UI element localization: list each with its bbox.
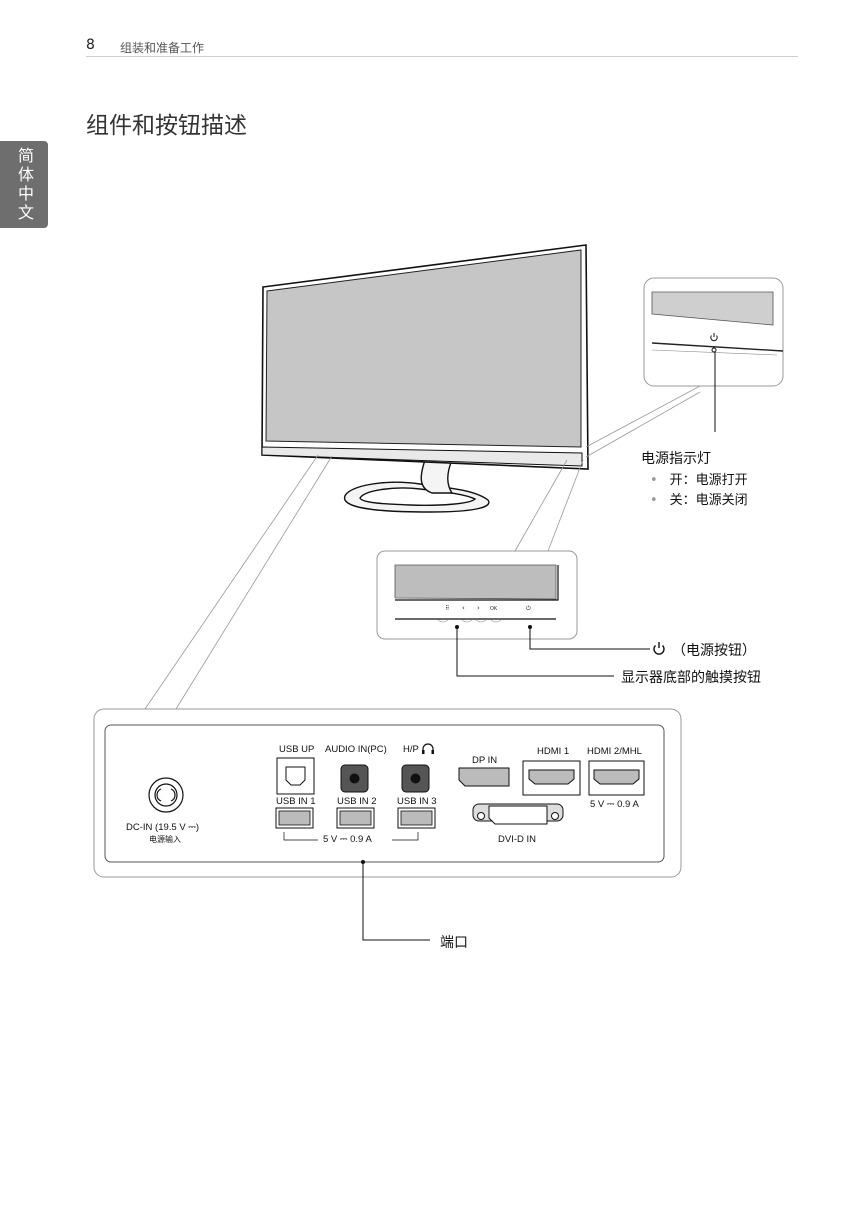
usb-in-1-label: USB IN 1	[276, 796, 316, 807]
left-button-glyph[interactable]: ‹	[462, 604, 465, 612]
indicator-title: 电源指示灯	[641, 451, 711, 467]
page-number: 8	[86, 37, 95, 53]
ports-callout-label: 端口	[440, 935, 468, 951]
indicator-item-on-text: 开：电源打开	[669, 473, 748, 488]
hdmi-power-label: 5 V ⎓ 0.9 A	[590, 799, 639, 810]
indicator-item-on: •开：电源打开	[650, 473, 748, 488]
monitor-body	[261, 244, 589, 470]
touch-buttons-label: 显示器底部的触摸按钮	[621, 670, 761, 686]
usb-in-2-label: USB IN 2	[337, 796, 377, 807]
usb-up-label: USB UP	[279, 744, 315, 755]
language-tab-label: 简体中文	[15, 146, 34, 223]
indicator-item-off-text: 关：电源关闭	[669, 493, 748, 508]
dvi-in-label: DVI-D IN	[498, 834, 536, 845]
usb-in-3-label: USB IN 3	[397, 796, 437, 807]
indicator-power-icon	[710, 333, 718, 342]
dc-in-sub-label: 电源输入	[149, 835, 181, 844]
audio-in-label: AUDIO IN(PC)	[325, 744, 387, 755]
dc-in-polarity-icon	[156, 788, 176, 802]
chapter-title: 组装和准备工作	[120, 41, 205, 55]
usb-power-label: 5 V ⎓ 0.9 A	[323, 834, 372, 845]
dc-in-label: DC-IN (19.5 V ⎓)	[126, 822, 200, 833]
monitor-stand	[344, 459, 490, 513]
buttons-zoom	[376, 459, 650, 677]
indicator-item-off: •关：电源关闭	[650, 493, 748, 508]
language-tab[interactable]: 简体中文	[0, 141, 48, 228]
power-button-label: （电源按钮）	[672, 643, 756, 659]
indicator-zoom	[585, 277, 784, 458]
power-button-glyph[interactable]: ⏻	[526, 605, 531, 612]
dp-in-label: DP IN	[472, 755, 498, 766]
ports-zoom	[93, 454, 682, 941]
hp-label: H/P	[403, 744, 419, 755]
header-divider	[86, 56, 798, 57]
ok-button-glyph[interactable]: OK	[490, 606, 498, 612]
right-button-glyph[interactable]: ›	[477, 604, 480, 612]
callout-power-icon	[653, 642, 665, 655]
section-title: 组件和按钮描述	[86, 113, 247, 139]
hdmi-2-label: HDMI 2/MHL	[587, 746, 642, 757]
headphone-icon	[422, 743, 434, 754]
hdmi-1-label: HDMI 1	[537, 746, 570, 757]
menu-button-glyph[interactable]: ⠿	[445, 605, 450, 612]
